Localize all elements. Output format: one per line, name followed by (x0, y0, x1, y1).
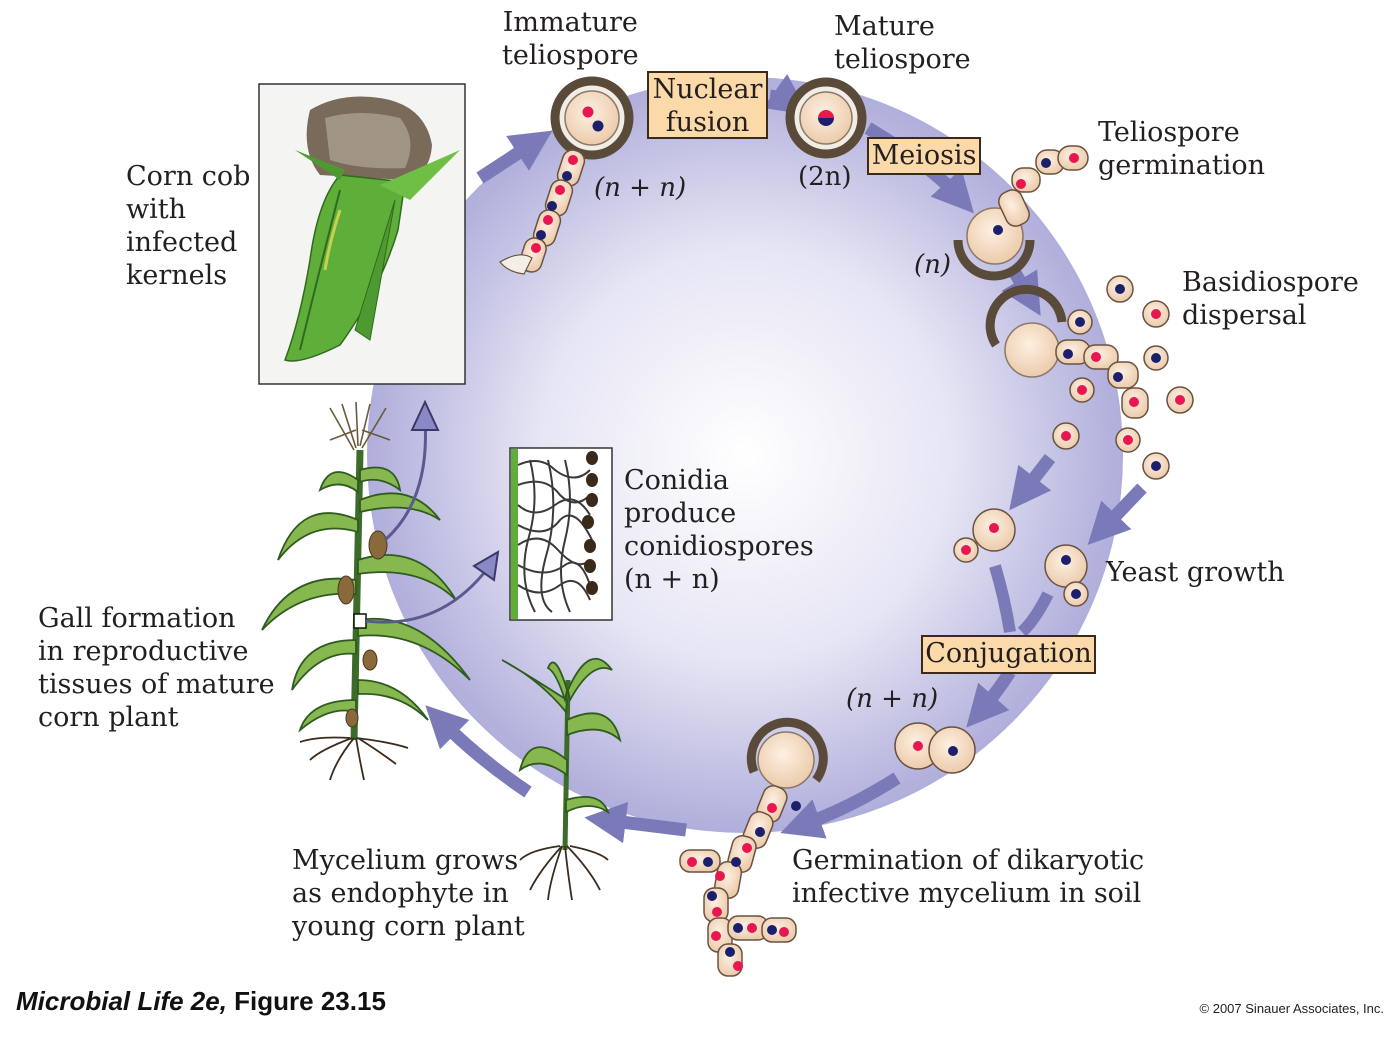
label-mycelium-endophyte: Mycelium grows as endophyte in young cor… (292, 845, 525, 942)
dikaryotic-mycelium (679, 717, 828, 977)
arrow-yeast-to-conjugation-right (1017, 591, 1054, 637)
label-basidiospore-dispersal: Basidiospore dispersal (1182, 267, 1359, 331)
label-yeast-growth: Yeast growth (1106, 557, 1285, 588)
label-corn-cob: Corn cob with infected kernels (126, 161, 251, 291)
teliospore-germination-structure (953, 145, 1089, 281)
label-gall-formation: Gall formation in reproductive tissues o… (38, 603, 275, 733)
arrow-yeast-to-conjugation-left (989, 564, 1016, 633)
arrow-to-yeast-right (1087, 483, 1147, 546)
arrow-plant-to-conidia (365, 567, 490, 624)
box-nuclear-fusion: Nuclear fusion (647, 71, 768, 139)
ploidy-haploid: (n) (914, 250, 952, 280)
ploidy-conjugated: (n + n) (846, 684, 939, 714)
arrow-to-mature-plant (425, 705, 532, 798)
arrow-to-mycelium (780, 772, 901, 839)
box-meiosis: Meiosis (867, 137, 981, 175)
conjugated-cells (894, 722, 976, 774)
arrow-to-young-plant (584, 801, 687, 844)
mature-corn-plant (261, 401, 471, 781)
label-germination-mycelium: Germination of dikaryotic infective myce… (792, 845, 1145, 909)
conidia-inset (509, 447, 613, 621)
figure-caption: Microbial Life 2e, Figure 23.15 (16, 986, 386, 1017)
immature-teliospore (499, 76, 634, 275)
ploidy-immature: (n + n) (594, 173, 687, 203)
arrow-fusion-to-mature (762, 73, 809, 116)
arrow-plant-to-cob (384, 419, 427, 542)
copyright-notice: © 2007 Sinauer Associates, Inc. (1199, 1001, 1384, 1016)
ploidy-mature: (2n) (798, 162, 852, 192)
label-mature-teliospore: Mature teliospore (834, 11, 971, 75)
book-title: Microbial Life 2e, (16, 986, 227, 1016)
basidiospore-cluster (985, 275, 1194, 480)
arrow-to-immature-teliospore (476, 130, 553, 184)
box-conjugation: Conjugation (921, 635, 1096, 674)
yeast-cells (953, 508, 1089, 607)
mature-teliospore (785, 77, 867, 159)
young-corn-plant (501, 657, 622, 901)
arrow-to-yeast-left (1009, 454, 1056, 511)
label-immature-teliospore: Immature teliospore (502, 7, 639, 71)
label-conidia: Conidia produce conidiospores (n + n) (624, 465, 814, 595)
arrow-conjugation-to-cells (966, 668, 1016, 728)
figure-number: Figure 23.15 (226, 986, 386, 1016)
label-teliospore-germination: Teliospore germination (1098, 117, 1266, 181)
corn-cob-photo (258, 83, 466, 385)
